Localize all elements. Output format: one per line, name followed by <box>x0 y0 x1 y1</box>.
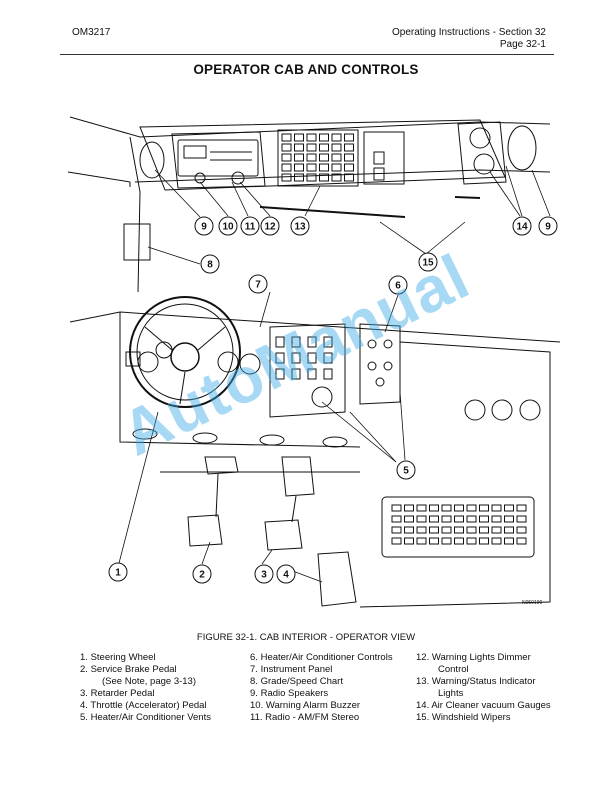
svg-text:13: 13 <box>294 222 306 233</box>
callout-7: 7 <box>248 274 268 294</box>
callout-12: 12 <box>260 216 280 236</box>
callout-10: 10 <box>218 216 238 236</box>
svg-text:1: 1 <box>115 568 121 579</box>
callout-6: 6 <box>388 275 408 295</box>
svg-text:9: 9 <box>201 222 207 233</box>
section-title: Operating Instructions - Section 32 <box>392 27 546 38</box>
legend-item: 11. Radio - AM/FM Stereo <box>250 712 360 723</box>
callout-3: 3 <box>254 564 274 584</box>
svg-text:11: 11 <box>245 222 256 233</box>
legend-item: 2. Service Brake Pedal(See Note, page 3-… <box>80 664 197 687</box>
callout-15: 15 <box>418 252 438 272</box>
document-id: OM3217 <box>72 27 111 38</box>
callout-1: 1 <box>108 562 128 582</box>
svg-text:15: 15 <box>422 258 434 269</box>
svg-text:6: 6 <box>395 281 401 292</box>
legend-item: 10. Warning Alarm Buzzer <box>250 700 361 711</box>
callout-2: 2 <box>192 564 212 584</box>
legend-item: 5. Heater/Air Conditioner Vents <box>80 712 211 723</box>
callout-8: 8 <box>200 254 220 274</box>
page-title: OPERATOR CAB AND CONTROLS <box>193 62 419 77</box>
legend-item: 8. Grade/Speed Chart <box>250 676 343 687</box>
svg-text:14: 14 <box>516 222 528 233</box>
figure-code: N050190 <box>522 600 543 606</box>
legend-item: 3. Retarder Pedal <box>80 688 155 699</box>
svg-text:3: 3 <box>261 570 267 581</box>
header-rule <box>60 54 554 55</box>
page-number: Page 32-1 <box>499 39 546 50</box>
legend-column-1: 1. Steering Wheel 2. Service Brake Pedal… <box>80 652 211 724</box>
callout-13: 13 <box>290 216 310 236</box>
svg-text:5: 5 <box>403 466 409 477</box>
svg-text:8: 8 <box>207 260 213 271</box>
legend-item: 1. Steering Wheel <box>80 652 156 663</box>
svg-text:4: 4 <box>283 570 289 581</box>
svg-text:7: 7 <box>255 280 261 291</box>
legend-item: 9. Radio Speakers <box>250 688 329 699</box>
svg-text:2: 2 <box>199 570 205 581</box>
callout-14: 14 <box>512 216 532 236</box>
legend-item: 7. Instrument Panel <box>250 664 333 675</box>
legend-item: 6. Heater/Air Conditioner Controls <box>250 652 393 663</box>
legend-item: 15. Windshield Wipers <box>416 712 511 723</box>
figure-caption: FIGURE 32-1. CAB INTERIOR - OPERATOR VIE… <box>196 632 416 643</box>
legend-item: 14. Air Cleaner vacuum Gauges <box>416 700 551 711</box>
callout-11: 11 <box>240 216 260 236</box>
svg-text:10: 10 <box>222 222 234 233</box>
callout-9: 9 <box>194 216 214 236</box>
legend-column-2: 6. Heater/Air Conditioner Controls 7. In… <box>250 652 393 724</box>
section-header: Operating Instructions - Section 32 Page… <box>392 27 546 51</box>
svg-text:9: 9 <box>545 222 551 233</box>
svg-text:12: 12 <box>264 222 276 233</box>
callout-9: 9 <box>538 216 558 236</box>
legend-item: 4. Throttle (Accelerator) Pedal <box>80 700 207 711</box>
callout-5: 5 <box>396 460 416 480</box>
callout-4: 4 <box>276 564 296 584</box>
